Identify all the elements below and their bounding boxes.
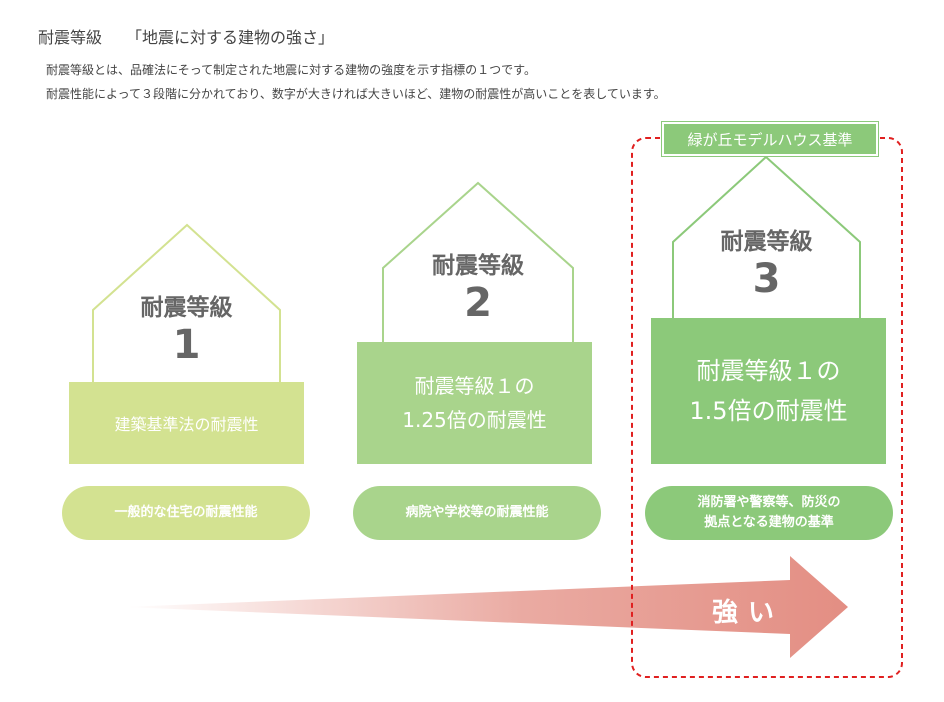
grade-2-word: 耐震等級 bbox=[432, 253, 524, 279]
house-1-outline bbox=[92, 223, 281, 382]
grade-2-box-line-1: 耐震等級１の bbox=[414, 374, 535, 398]
grade-1-word: 耐震等級 bbox=[140, 295, 233, 321]
grade-3-box-line-1: 耐震等級１の bbox=[696, 357, 841, 385]
grade-1-usage-pill: 一般的な住宅の耐震性能 bbox=[62, 486, 310, 540]
grade-3-box: 耐震等級１の 1.5倍の耐震性 bbox=[651, 318, 886, 464]
arrow-label: 強い bbox=[712, 598, 785, 628]
grade-3-number: 3 bbox=[752, 256, 781, 302]
grade-2-box: 耐震等級１の 1.25倍の耐震性 bbox=[357, 342, 592, 464]
strength-arrow bbox=[125, 556, 848, 658]
description-line-1: 耐震等級とは、品確法にそって制定された地震に対する建物の強度を示す指標の１つです… bbox=[46, 63, 536, 77]
grade-3-usage-pill: 消防署や警察等、防災の 拠点となる建物の基準 bbox=[645, 486, 893, 540]
grade-1-box: 建築基準法の耐震性 bbox=[69, 382, 304, 464]
grade-3-word: 耐震等級 bbox=[720, 229, 813, 255]
house-3-outline bbox=[672, 155, 861, 318]
grade-3-box-line-2: 1.5倍の耐震性 bbox=[689, 397, 848, 425]
grade-3-pill-line-2: 拠点となる建物の基準 bbox=[704, 515, 834, 530]
page-title: 耐震等級 「地震に対する建物の強さ」 bbox=[38, 28, 335, 47]
grade-2-number: 2 bbox=[464, 280, 492, 326]
grade-2-box-line-2: 1.25倍の耐震性 bbox=[402, 408, 547, 432]
grade-3-pill-line-1: 消防署や警察等、防災の bbox=[697, 495, 841, 510]
grade-1-number: 1 bbox=[172, 322, 201, 368]
description-line-2: 耐震性能によって３段階に分かれており、数字が大きければ大きいほど、建物の耐震性が… bbox=[46, 87, 666, 101]
model-house-badge: 緑が丘モデルハウス基準 bbox=[661, 121, 879, 157]
grade-1-box-line-1: 建築基準法の耐震性 bbox=[114, 415, 259, 434]
grade-2-usage-pill: 病院や学校等の耐震性能 bbox=[353, 486, 601, 540]
grade-2-pill-line-1: 病院や学校等の耐震性能 bbox=[405, 505, 549, 520]
house-2-outline bbox=[382, 181, 574, 342]
grade-1-pill-line-1: 一般的な住宅の耐震性能 bbox=[114, 505, 258, 520]
